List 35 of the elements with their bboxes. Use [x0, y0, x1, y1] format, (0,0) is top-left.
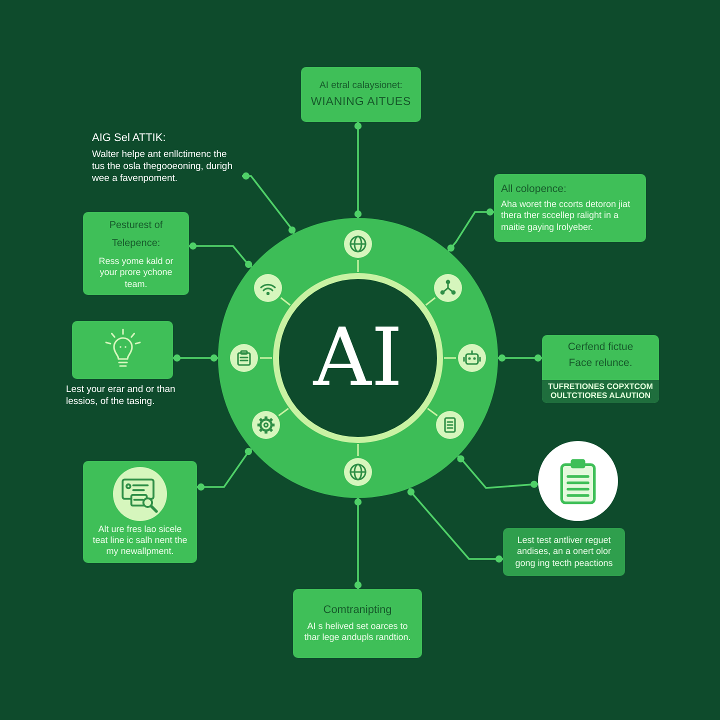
leader-line — [457, 455, 538, 489]
leader-line — [498, 354, 542, 362]
info-box — [542, 335, 659, 403]
body-text: Walter helpe ant enllctimenc the tus the osla thegooeoning, durigh wee a favenpoment. — [92, 148, 234, 184]
info-box — [83, 461, 197, 563]
hub-label: AI — [313, 318, 403, 398]
info-box — [301, 67, 421, 122]
box-heading: Face relunce. — [568, 357, 632, 370]
box-heading: Cerfend fictue — [568, 341, 634, 354]
info-box — [83, 212, 189, 295]
box-text: Alt ure fres lao sicele teat line ic salh nent the my newallpment. — [92, 524, 188, 558]
text-heading: AIG Sel ATTIK: — [92, 132, 167, 146]
box-heading: All colopence: — [501, 183, 566, 196]
box-heading: AI etral calaysionet: — [320, 80, 402, 92]
leader-line — [447, 208, 494, 252]
caption-text: Lest your erar and or than lessios, of the tasing. — [66, 384, 176, 408]
leader-line — [407, 488, 503, 563]
box-heading: Pesturest of Telepence: — [108, 219, 164, 251]
icon-box — [72, 321, 173, 379]
leader-line — [189, 242, 252, 268]
footer-text: TUFRETIONES COPXTCOM OULTCTIORES ALAUTION — [542, 380, 659, 403]
box-text: Ress yome kald or your prore ychone team. — [98, 256, 174, 290]
box-text: WIANING AITUES — [310, 94, 412, 110]
box-text: Aha woret the ccorts detoron jiat thera ther sccellep ralight in a maitie gaying lrolyeber. — [501, 199, 632, 233]
box-text: AI s helived set oarces to thar lege andupls randtion. — [303, 620, 412, 644]
leader-line — [197, 448, 252, 491]
info-box — [293, 589, 422, 658]
box-heading: Comtranipting — [323, 604, 392, 618]
leader-line — [242, 172, 296, 234]
box-text: Lest test antliver reguet andises, an a onert olor gong ing tecth peactions — [514, 535, 614, 569]
leader-line — [354, 498, 362, 589]
text-box — [503, 528, 625, 576]
info-box — [494, 174, 646, 242]
leader-line — [354, 122, 362, 218]
leader-line — [173, 354, 218, 362]
